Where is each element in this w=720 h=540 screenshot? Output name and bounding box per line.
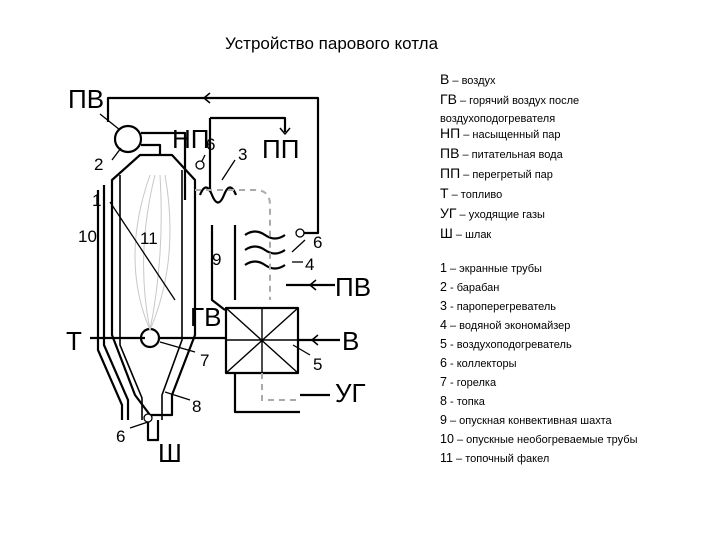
legend-part: 9 – опускная конвективная шахта bbox=[440, 413, 612, 427]
label-8: 8 bbox=[192, 397, 201, 416]
label-pp: ПП bbox=[262, 134, 299, 164]
label-6-right: 6 bbox=[313, 233, 322, 252]
flow-arrow bbox=[311, 334, 319, 346]
label-6-bottom: 6 bbox=[116, 427, 125, 446]
collector bbox=[295, 228, 305, 238]
air-heater-cross bbox=[225, 307, 299, 374]
label-6-top: 6 bbox=[206, 135, 215, 154]
legend-part: 3 - пароперегреватель bbox=[440, 299, 557, 313]
collector bbox=[143, 413, 153, 423]
superheater-coil bbox=[198, 186, 238, 204]
collector bbox=[195, 160, 205, 170]
label-4: 4 bbox=[305, 255, 314, 274]
legend-item: ПП – перегретый пар bbox=[440, 165, 553, 181]
slag-outlet bbox=[146, 420, 160, 442]
convective-shaft bbox=[210, 225, 237, 311]
pointer-line bbox=[221, 159, 236, 181]
label-2: 2 bbox=[94, 155, 103, 174]
furnace-flame bbox=[134, 174, 171, 331]
legend-part: 1 – экранные трубы bbox=[440, 261, 542, 275]
legend-item: Т – топливо bbox=[440, 185, 503, 201]
legend-part: 8 - топка bbox=[440, 394, 485, 408]
label-pv-right: ПВ bbox=[335, 272, 371, 302]
drum bbox=[113, 124, 143, 154]
label-11: 11 bbox=[140, 229, 158, 248]
downcomer-tubes bbox=[119, 175, 143, 420]
legend-part: 6 - коллекторы bbox=[440, 356, 517, 370]
legend-part: 2 - барабан bbox=[440, 280, 500, 294]
legend-part: 4 – водяной экономайзер bbox=[440, 318, 571, 332]
economizer-coil bbox=[244, 230, 286, 270]
legend-part: 10 – опускные необогреваемые трубы bbox=[440, 432, 638, 446]
legend-item: НП – насыщенный пар bbox=[440, 125, 561, 141]
label-5: 5 bbox=[313, 355, 322, 374]
label-gv: ГВ bbox=[190, 302, 221, 332]
superheated-steam-line bbox=[208, 116, 287, 192]
label-t: Т bbox=[66, 326, 82, 356]
label-7: 7 bbox=[200, 351, 209, 370]
pointer-line bbox=[159, 341, 196, 353]
legend-part: 5 - воздухоподогреватель bbox=[440, 337, 572, 351]
feedwater-line bbox=[106, 96, 320, 235]
label-10: 10 bbox=[78, 227, 97, 246]
label-sh: Ш bbox=[158, 438, 182, 468]
flow-arrow bbox=[309, 279, 317, 291]
pointer-line bbox=[291, 239, 306, 253]
flow-arrow bbox=[279, 127, 291, 135]
gas-path bbox=[195, 189, 271, 300]
furnace-wall bbox=[110, 153, 197, 417]
screen-tubes-right bbox=[161, 170, 183, 420]
screen-tubes bbox=[96, 185, 130, 420]
legend-item: В – воздух bbox=[440, 71, 496, 87]
legend-item: УГ – уходящие газы bbox=[440, 205, 545, 221]
flue-gas-line bbox=[233, 373, 300, 414]
legend-item: воздухоподогревателя bbox=[440, 113, 556, 125]
legend-item: ГВ – горячий воздух после bbox=[440, 91, 580, 107]
pointer-line bbox=[109, 201, 176, 301]
page-title: Устройство парового котла bbox=[225, 34, 439, 53]
label-np: НП bbox=[172, 124, 209, 154]
saturated-steam-line bbox=[141, 131, 187, 200]
pointer-line bbox=[111, 147, 122, 161]
pointer-line bbox=[164, 391, 191, 401]
flow-arrow bbox=[203, 92, 211, 104]
label-3: 3 bbox=[238, 145, 247, 164]
legend-item: ПВ – питательная вода bbox=[440, 145, 563, 161]
pointer-line bbox=[292, 344, 311, 356]
pointer-line bbox=[99, 113, 121, 131]
label-v: В bbox=[342, 326, 359, 356]
legend-part: 11 – топочный факел bbox=[440, 451, 550, 465]
legend-part: 7 - горелка bbox=[440, 375, 497, 389]
pointer-line bbox=[129, 421, 149, 429]
legend-item: Ш – шлак bbox=[440, 225, 492, 241]
gas-path-lower bbox=[261, 373, 300, 401]
label-ug: УГ bbox=[335, 378, 366, 408]
label-1: 1 bbox=[92, 191, 101, 210]
label-pv-top: ПВ bbox=[68, 84, 104, 114]
drum-outlet-line bbox=[141, 143, 162, 155]
label-9: 9 bbox=[212, 250, 221, 269]
